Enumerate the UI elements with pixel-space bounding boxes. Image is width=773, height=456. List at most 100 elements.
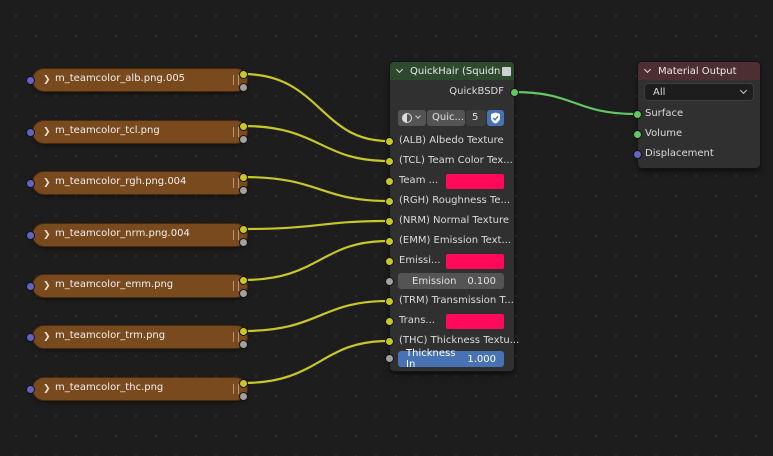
- chevron-down-icon[interactable]: [396, 67, 404, 75]
- link-bsdf-surface: [513, 90, 637, 116]
- quickhair-header[interactable]: QuickHair (Squidn: [390, 62, 514, 80]
- emm-input-socket[interactable]: [386, 238, 393, 245]
- chevron-right-icon[interactable]: ❯: [43, 281, 51, 291]
- input-trm-label: (TRM) Transmission T...: [399, 295, 514, 306]
- node-tree-icon: [502, 66, 512, 76]
- fake-user-button[interactable]: [487, 110, 504, 126]
- alpha-output-socket[interactable]: [240, 239, 247, 246]
- color-output-socket[interactable]: [240, 380, 247, 387]
- alpha-output-socket[interactable]: [240, 290, 247, 297]
- trans-color-input-socket[interactable]: [386, 318, 393, 325]
- alpha-output-socket[interactable]: [240, 136, 247, 143]
- team-color-input-socket[interactable]: [386, 178, 393, 185]
- link-thc: [241, 339, 390, 385]
- texture-node-alb[interactable]: ❯ m_teamcolor_alb.png.005: [33, 69, 247, 91]
- chevron-right-icon[interactable]: ❯: [43, 384, 51, 394]
- alpha-output-socket[interactable]: [240, 393, 247, 400]
- nrm-input-socket[interactable]: [386, 218, 393, 225]
- vector-input-socket[interactable]: [27, 283, 34, 290]
- texture-node-label: m_teamcolor_thc.png: [55, 382, 164, 393]
- texture-node-rgh[interactable]: ❯ m_teamcolor_rgh.png.004: [33, 172, 247, 194]
- texture-node-label: m_teamcolor_alb.png.005: [55, 73, 186, 84]
- rgh-input-socket[interactable]: [386, 198, 393, 205]
- alpha-output-socket[interactable]: [240, 187, 247, 194]
- chevron-right-icon[interactable]: ❯: [43, 332, 51, 342]
- emission-color-swatch[interactable]: [446, 254, 504, 269]
- color-output-socket[interactable]: [240, 174, 247, 181]
- emission-color-input-socket[interactable]: [386, 258, 393, 265]
- quickbsdf-output-label: QuickBSDF: [449, 86, 504, 97]
- node-group-icon: [402, 113, 412, 123]
- link-rgh: [241, 175, 390, 203]
- color-output-socket[interactable]: [240, 71, 247, 78]
- alpha-output-socket[interactable]: [240, 341, 247, 348]
- quickbsdf-output-socket[interactable]: [511, 89, 518, 96]
- material-output-header[interactable]: Material Output: [638, 62, 760, 80]
- grip-icon: [233, 127, 239, 137]
- chevron-right-icon[interactable]: ❯: [43, 178, 51, 188]
- link-alb: [241, 72, 390, 143]
- dropdown-arrow-icon: [415, 113, 421, 119]
- tcl-input-socket[interactable]: [386, 158, 393, 165]
- emission-strength-field[interactable]: Emission 0.100: [398, 273, 504, 289]
- chevron-down-icon[interactable]: [644, 67, 652, 75]
- input-team-color-label: Team ...: [399, 175, 439, 186]
- texture-node-label: m_teamcolor_nrm.png.004: [55, 228, 190, 239]
- input-trans-color-label: Trans...: [399, 315, 435, 326]
- transmission-color-swatch[interactable]: [446, 314, 504, 329]
- trm-input-socket[interactable]: [386, 298, 393, 305]
- vector-input-socket[interactable]: [27, 334, 34, 341]
- texture-node-thc[interactable]: ❯ m_teamcolor_thc.png: [33, 378, 247, 400]
- color-output-socket[interactable]: [240, 328, 247, 335]
- color-output-socket[interactable]: [240, 123, 247, 130]
- volume-input-socket[interactable]: [634, 131, 641, 138]
- alb-input-socket[interactable]: [386, 138, 393, 145]
- group-type-dropdown[interactable]: [398, 110, 426, 126]
- link-tcl: [241, 124, 390, 163]
- chevron-right-icon[interactable]: ❯: [43, 127, 51, 137]
- emission-field-label: Emission: [412, 275, 457, 287]
- grip-icon: [233, 281, 239, 291]
- grip-icon: [233, 75, 239, 85]
- texture-node-tcl[interactable]: ❯ m_teamcolor_tcl.png: [33, 121, 247, 143]
- chevron-right-icon[interactable]: ❯: [43, 230, 51, 240]
- chevron-right-icon[interactable]: ❯: [43, 75, 51, 85]
- color-output-socket[interactable]: [240, 277, 247, 284]
- surface-input-socket[interactable]: [634, 111, 641, 118]
- surface-input-label: Surface: [645, 108, 684, 119]
- input-emission-color-label: Emissi...: [399, 255, 441, 266]
- shield-icon: [491, 112, 500, 124]
- material-output-node[interactable]: Material Output All Surface Volume Displ…: [638, 62, 760, 168]
- render-target-dropdown[interactable]: All: [645, 84, 753, 100]
- texture-node-label: m_teamcolor_tcl.png: [55, 125, 160, 136]
- emission-field-value: 0.100: [467, 275, 496, 287]
- user-count[interactable]: 5: [466, 110, 486, 126]
- color-output-socket[interactable]: [240, 226, 247, 233]
- grip-icon: [233, 230, 239, 240]
- thickness-input-socket[interactable]: [386, 355, 393, 362]
- vector-input-socket[interactable]: [27, 129, 34, 136]
- emission-strength-input-socket[interactable]: [386, 278, 393, 285]
- texture-node-label: m_teamcolor_emm.png: [55, 279, 174, 290]
- texture-node-nrm[interactable]: ❯ m_teamcolor_nrm.png.004: [33, 224, 247, 246]
- group-name-field[interactable]: Quic...: [427, 110, 465, 126]
- thickness-field[interactable]: Thickness In 1.000: [398, 348, 504, 370]
- material-output-title: Material Output: [658, 65, 737, 77]
- grip-icon: [233, 384, 239, 394]
- vector-input-socket[interactable]: [27, 386, 34, 393]
- texture-node-trm[interactable]: ❯ m_teamcolor_trm.png: [33, 326, 247, 348]
- quickhair-node[interactable]: QuickHair (Squidn QuickBSDF Quic... 5 (A…: [390, 62, 519, 371]
- texture-node-label: m_teamcolor_trm.png: [55, 330, 166, 341]
- vector-input-socket[interactable]: [27, 77, 34, 84]
- displacement-input-socket[interactable]: [634, 151, 641, 158]
- thickness-field-value: 1.000: [467, 353, 496, 365]
- displacement-input-label: Displacement: [645, 148, 714, 159]
- grip-icon: [233, 178, 239, 188]
- team-color-swatch[interactable]: [446, 174, 504, 189]
- vector-input-socket[interactable]: [27, 180, 34, 187]
- alpha-output-socket[interactable]: [240, 84, 247, 91]
- texture-node-emm[interactable]: ❯ m_teamcolor_emm.png: [33, 275, 247, 297]
- thc-input-socket[interactable]: [386, 338, 393, 345]
- vector-input-socket[interactable]: [27, 232, 34, 239]
- chevron-down-icon: [739, 86, 748, 95]
